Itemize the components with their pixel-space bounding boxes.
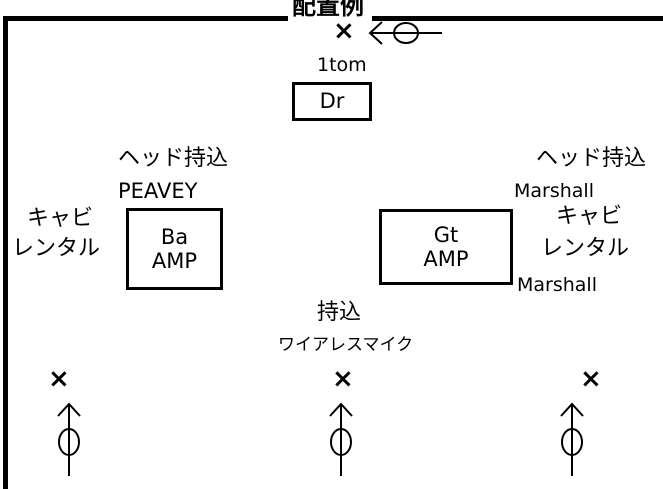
vocal-note-2: ワイアレスマイク (278, 335, 414, 355)
guitar-cab-note-1: キャビ (556, 204, 623, 229)
guitar-cab-note-2: レンタル (541, 236, 630, 261)
left-monitor-marker: × (48, 364, 70, 394)
right-monitor-marker: × (580, 364, 602, 394)
drum-monitor-marker: × (333, 16, 355, 46)
guitar-amp-line1: Gt (433, 222, 459, 247)
stage-frame-left (3, 16, 8, 489)
bass-head-brand: PEAVEY (118, 179, 198, 203)
guitar-head-note: ヘッド持込 (536, 146, 647, 171)
bass-amp-line1: Ba (160, 224, 189, 249)
drum-tom-count: 1tom (317, 54, 367, 76)
drum-box: Dr (292, 82, 372, 121)
stage-frame-top-left (3, 16, 288, 21)
drum-mic-icon (368, 21, 442, 45)
left-mic-icon (57, 402, 81, 476)
bass-head-note: ヘッド持込 (118, 146, 229, 171)
stage-frame-top-right (372, 16, 663, 21)
vocal-note-1: 持込 (317, 300, 362, 325)
bass-cab-note-1: キャビ (27, 206, 94, 231)
guitar-cab-brand: Marshall (517, 274, 597, 296)
guitar-amp-box: Gt AMP (379, 209, 513, 285)
center-monitor-marker: × (332, 364, 354, 394)
diagram-title: 配置例 (292, 0, 364, 20)
bass-amp-box: Ba AMP (126, 208, 223, 290)
drum-label: Dr (319, 89, 345, 114)
bass-amp-line2: AMP (151, 249, 198, 273)
guitar-amp-line2: AMP (423, 247, 469, 271)
center-mic-icon (329, 402, 353, 476)
right-mic-icon (560, 402, 584, 476)
bass-cab-note-2: レンタル (12, 236, 101, 261)
guitar-head-brand: Marshall (514, 180, 594, 202)
